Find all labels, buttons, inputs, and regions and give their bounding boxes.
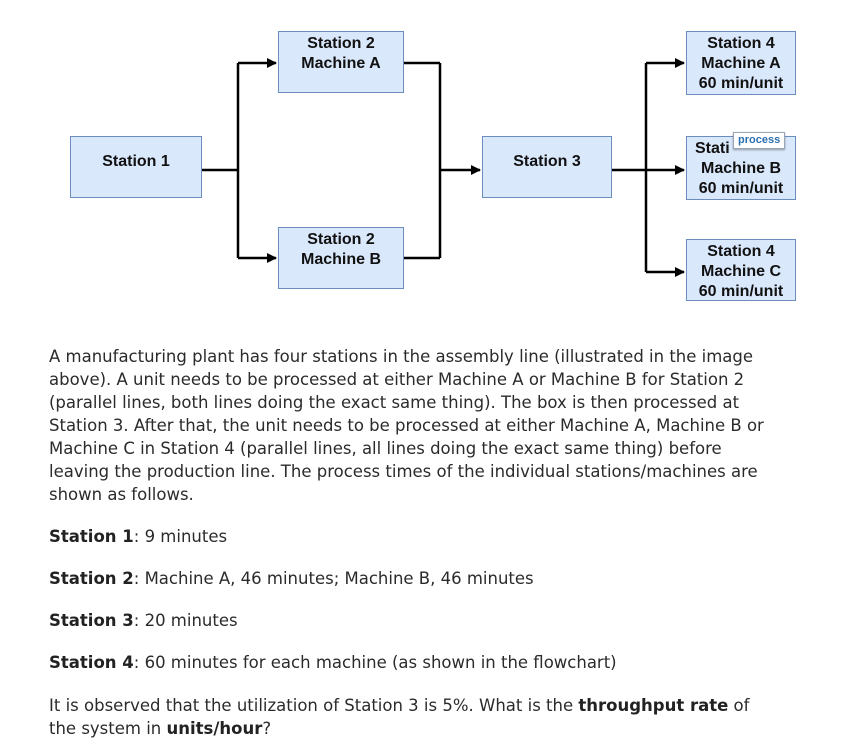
station-4b-label: Stati	[695, 140, 730, 157]
station-4a-rate: 60 min/unit	[698, 75, 784, 92]
station-2-time-label: Station 2	[49, 569, 134, 588]
question: It is observed that the utilization of S…	[49, 694, 769, 740]
station-2b-machine: Machine B	[300, 251, 381, 268]
station-1-time: Station 1: 9 minutes	[49, 525, 769, 548]
station-2-machine-a-box: Station 2 Machine A	[278, 31, 404, 93]
station-1-time-value: : 9 minutes	[133, 527, 228, 546]
question-part-1: It is observed that the utilization of S…	[49, 696, 579, 715]
station-3-time-value: : 20 minutes	[133, 611, 238, 630]
station-4a-machine: Machine A	[701, 55, 781, 72]
process-tooltip: process	[733, 132, 786, 149]
station-2a-label: Station 2	[307, 35, 375, 52]
flowchart-connectors	[202, 58, 685, 277]
station-2b-label: Station 2	[307, 231, 375, 248]
station-3-time: Station 3: 20 minutes	[49, 609, 769, 632]
station-4b-machine: Machine B	[700, 160, 781, 177]
station-4-machine-b-box: Stati Machine B 60 min/unit	[686, 136, 796, 200]
station-3-label: Station 3	[513, 153, 581, 170]
station-4c-label: Station 4	[707, 243, 775, 260]
question-units: units/hour	[166, 719, 263, 738]
station-2-time-value: : Machine A, 46 minutes; Machine B, 46 m…	[133, 569, 534, 588]
question-throughput: throughput rate	[578, 696, 729, 715]
station-4a-label: Station 4	[707, 35, 775, 52]
station-4b-rate: 60 min/unit	[698, 180, 784, 197]
station-4-time: Station 4: 60 minutes for each machine (…	[49, 651, 769, 674]
station-3-time-label: Station 3	[49, 611, 134, 630]
station-4-machine-c-box: Station 4 Machine C 60 min/unit	[686, 239, 796, 301]
question-part-3: ?	[262, 719, 272, 738]
station-2-machine-b-box: Station 2 Machine B	[278, 227, 404, 289]
station-4-machine-a-box: Station 4 Machine A 60 min/unit	[686, 31, 796, 95]
station-4c-machine: Machine C	[700, 263, 781, 280]
station-3-box: Station 3	[482, 136, 612, 198]
station-1-time-label: Station 1	[49, 527, 134, 546]
station-1-box: Station 1	[70, 136, 202, 198]
station-2-time: Station 2: Machine A, 46 minutes; Machin…	[49, 567, 769, 590]
question-part-2: of the system in	[49, 696, 750, 738]
station-1-label: Station 1	[102, 153, 170, 170]
station-2a-machine: Machine A	[301, 55, 381, 72]
problem-intro: A manufacturing plant has four stations …	[49, 347, 764, 504]
station-4-time-label: Station 4	[49, 653, 134, 672]
station-4c-rate: 60 min/unit	[698, 283, 784, 300]
station-4-time-value: : 60 minutes for each machine (as shown …	[133, 653, 617, 672]
